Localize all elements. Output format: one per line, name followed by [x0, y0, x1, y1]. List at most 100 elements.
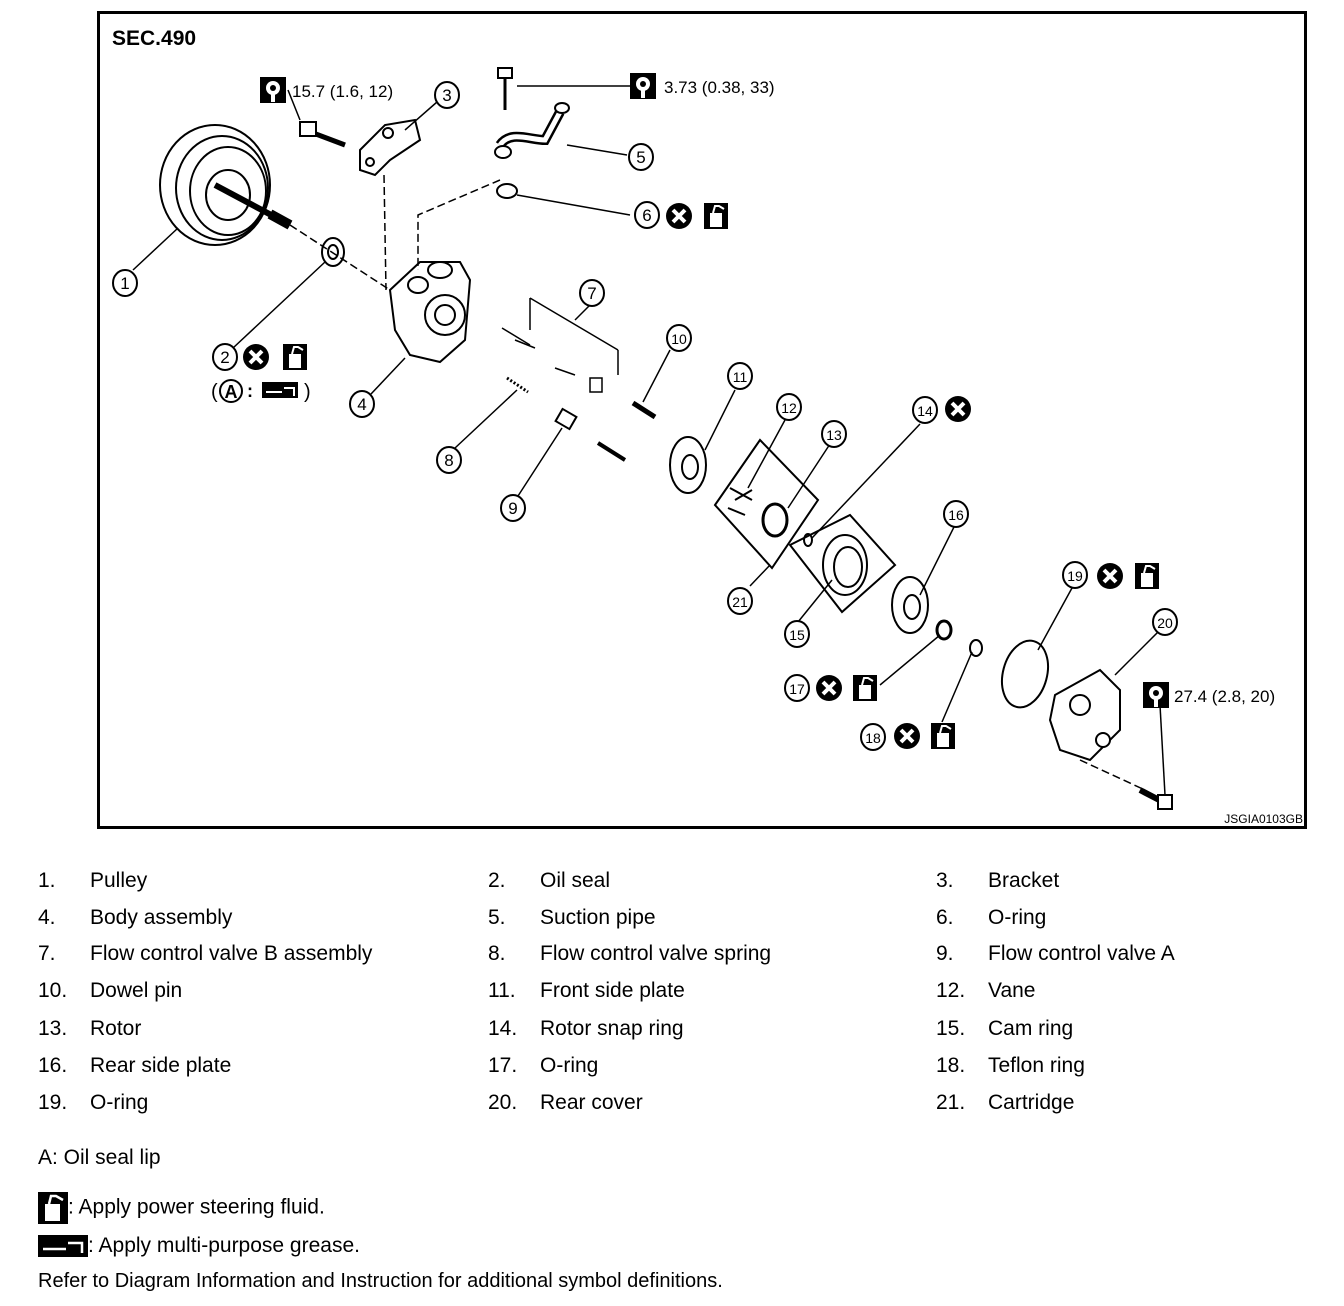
section-title: SEC.490 [112, 27, 196, 50]
note-a-letter: A [225, 382, 238, 402]
legend-label: Teflon ring [988, 1054, 1085, 1077]
legend-item: 10.Dowel pin [38, 976, 478, 1006]
note-a-open-paren: ( [211, 381, 218, 403]
note-refer: Refer to Diagram Information and Instruc… [38, 1270, 723, 1292]
legend-number: 7. [38, 942, 56, 965]
legend-label: Cam ring [988, 1017, 1074, 1040]
legend-item: 6. O-ring [936, 903, 1344, 933]
legend-number: 3. [936, 869, 954, 892]
callout-number: 20 [1157, 615, 1173, 631]
legend-label: O-ring [90, 1091, 149, 1114]
vane-part [727, 487, 753, 516]
callout-number: 14 [917, 403, 933, 419]
legend-number: 19. [38, 1091, 68, 1114]
callout-13: 13 [821, 420, 847, 448]
legend-item: 8.Flow control valve spring [488, 939, 928, 969]
assembly-lines [289, 174, 1146, 791]
torque-icon [1143, 682, 1169, 708]
callout-3: 3 [434, 81, 460, 109]
legend-number: 18. [936, 1054, 966, 1077]
replace-icon [1095, 561, 1125, 591]
flow-valve-b-part [501, 297, 619, 393]
dowel-pin-part [631, 400, 657, 420]
callout-2: 2 [212, 343, 238, 371]
replace-icon [664, 201, 694, 231]
fluid-icon [852, 674, 878, 702]
legend-number: 14. [488, 1017, 518, 1040]
image-code: JSGIA0103GB [1224, 812, 1303, 826]
callout-number: 21 [732, 594, 748, 610]
body-assembly-part [388, 261, 472, 364]
legend-number: 20. [488, 1091, 518, 1114]
replace-icon [943, 394, 973, 424]
callout-19: 19 [1062, 561, 1088, 589]
callout-number: 19 [1067, 568, 1083, 584]
note-a-circle [219, 379, 243, 403]
legend-label: Vane [988, 979, 1036, 1002]
front-side-plate-part [669, 436, 707, 494]
suction-pipe-part [494, 67, 570, 159]
legend-number: 10. [38, 979, 68, 1002]
callout-9: 9 [500, 494, 526, 522]
legend-number: 13. [38, 1017, 68, 1040]
legend-item: 1.Pulley [38, 866, 478, 896]
legend-label: Pulley [90, 869, 148, 892]
callout-number: 15 [789, 627, 805, 643]
rear-side-plate-part [891, 576, 929, 634]
torque-bracket: 15.7 (1.6, 12) [292, 82, 393, 101]
note-fluid: : Apply power steering fluid. [38, 1192, 325, 1224]
callout-7: 7 [579, 279, 605, 307]
callout-11: 11 [727, 362, 753, 390]
legend-item: 18. Teflon ring [936, 1051, 1344, 1081]
o-ring-6-part [496, 183, 518, 199]
callout-number: 11 [733, 369, 748, 385]
legend-label: Cartridge [988, 1091, 1075, 1114]
legend-item: 11.Front side plate [488, 976, 928, 1006]
legend-label: O-ring [988, 906, 1047, 929]
legend-number: 11. [488, 979, 516, 1002]
note-grease-text: : Apply multi-purpose grease. [88, 1234, 360, 1257]
rear-cover-part [1048, 668, 1173, 810]
note-a-colon: : [247, 381, 253, 401]
legend-item: 21.Cartridge [936, 1088, 1344, 1118]
legend-label: Flow control valve A [988, 942, 1175, 965]
exploded-diagram: SEC.490 JSGIA0103GB [112, 27, 1303, 826]
callout-16: 16 [943, 500, 969, 528]
callout-4: 4 [349, 390, 375, 418]
legend-item: 17.O-ring [488, 1051, 928, 1081]
callout-number: 10 [671, 331, 687, 347]
legend-label: Rear cover [540, 1091, 643, 1114]
fluid-icon [282, 343, 308, 371]
legend-item: 20. Rear cover [488, 1088, 928, 1118]
note-a-close-paren: ) [304, 381, 311, 403]
replace-icon [814, 673, 844, 703]
torque-suction: 3.73 (0.38, 33) [664, 78, 775, 97]
o-ring-17-part [935, 619, 953, 641]
torque-icon [260, 77, 286, 103]
legend-label: Bracket [988, 869, 1060, 892]
note-fluid-text: : Apply power steering fluid. [68, 1195, 325, 1219]
grease-icon [262, 382, 298, 398]
oil-seal-part [321, 237, 345, 267]
callout-8: 8 [436, 446, 462, 474]
legend-item: 7.Flow control valve B assembly [38, 939, 478, 969]
callout-20: 20 [1152, 608, 1178, 636]
grease-icon [38, 1235, 88, 1258]
callout-number: 9 [508, 499, 517, 518]
legend-item: 12. Vane [936, 976, 1344, 1006]
legend-item: 14. Rotor snap ring [488, 1014, 928, 1044]
legend-label: Flow control valve spring [540, 942, 772, 965]
legend-item: 16.Rear side plate [38, 1051, 478, 1081]
callout-number: 6 [642, 206, 651, 225]
legend-number: 12. [936, 979, 966, 1002]
legend-number: 16. [38, 1054, 68, 1077]
o-ring-19-part [1000, 639, 1050, 709]
callout-number: 3 [442, 86, 451, 105]
fluid-icon [38, 1192, 68, 1224]
teflon-ring-part [969, 639, 983, 657]
callout-14: 14 [912, 396, 938, 424]
pulley-part [159, 124, 293, 246]
legend-label: Rotor snap ring [540, 1017, 684, 1040]
legend-number: 6. [936, 906, 954, 929]
